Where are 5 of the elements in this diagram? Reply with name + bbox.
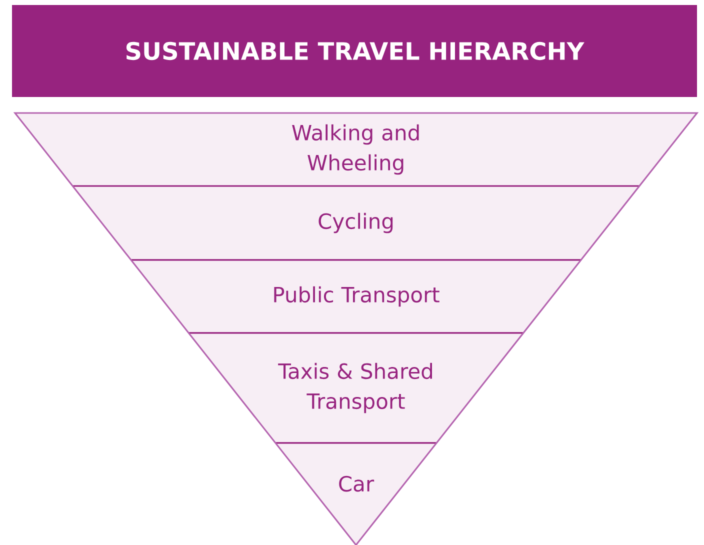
hierarchy-band: Walking and Wheeling — [15, 113, 697, 186]
hierarchy-band: Car — [276, 442, 437, 545]
title-banner: SUSTAINABLE TRAVEL HIERARCHY — [12, 4, 697, 97]
hierarchy-band: Public Transport — [131, 260, 581, 333]
hierarchy-band: Cycling — [72, 186, 640, 260]
